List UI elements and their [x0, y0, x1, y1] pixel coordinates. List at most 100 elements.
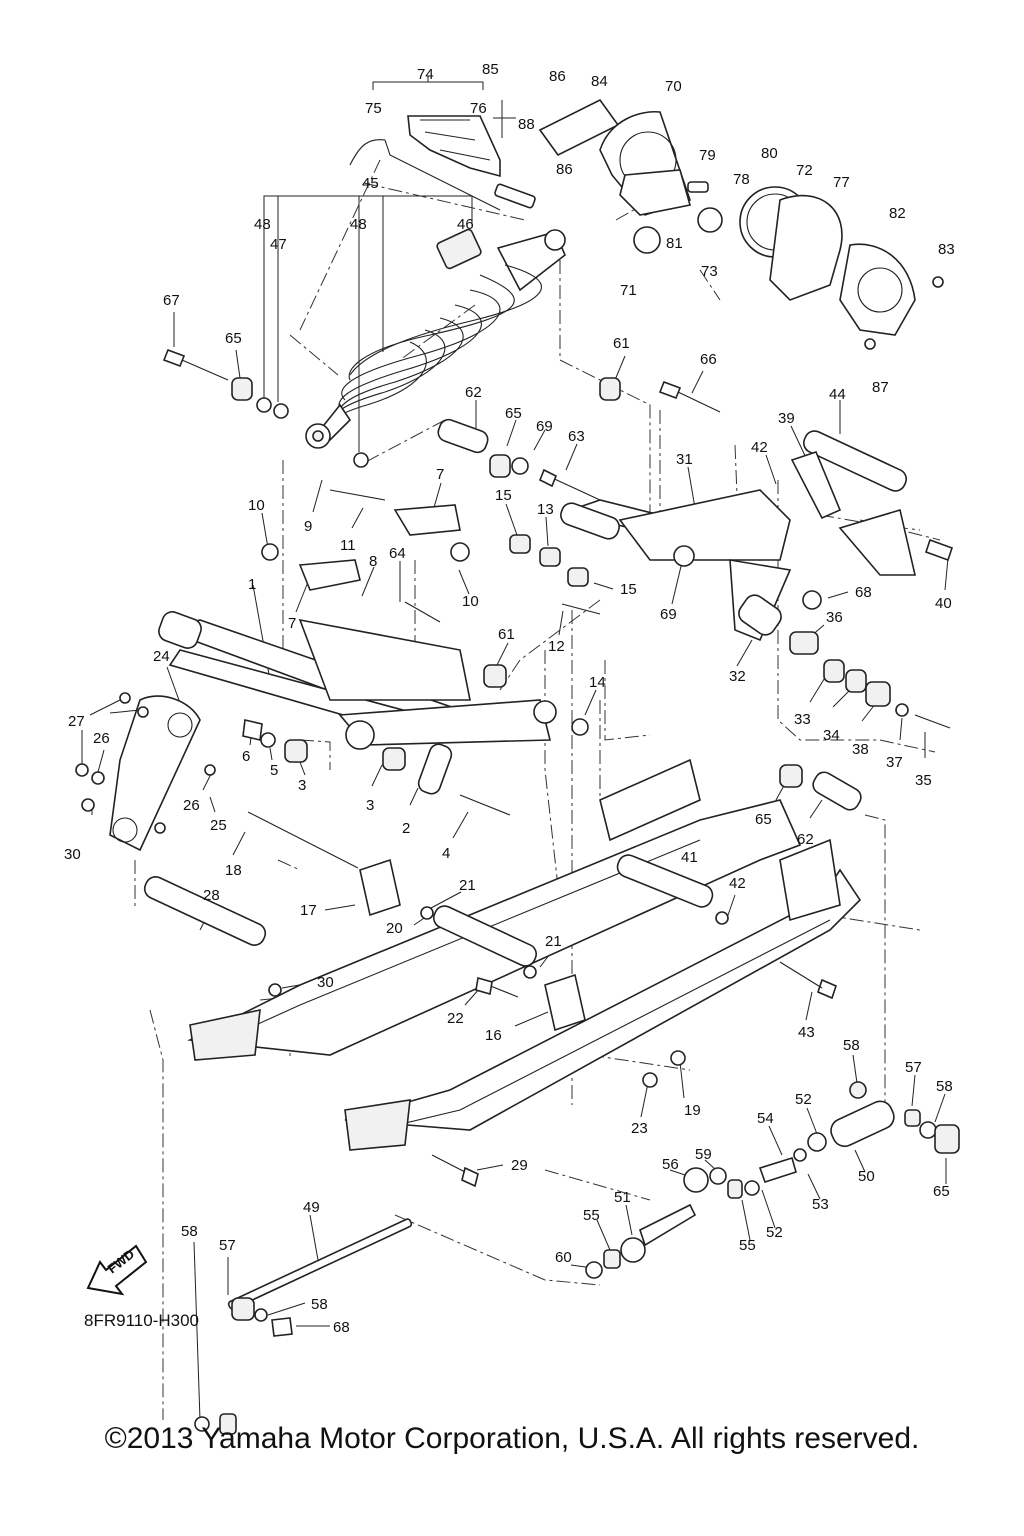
callout-label: 60	[555, 1249, 572, 1266]
callout-label: 58	[936, 1078, 953, 1095]
callout-label: 10	[462, 593, 479, 610]
callout-label: 75	[365, 100, 382, 117]
callout-label: 2	[402, 820, 410, 837]
upper-hardware	[162, 348, 721, 501]
callout-label: 41	[681, 849, 698, 866]
callout-label: 69	[660, 606, 677, 623]
callout-label: 23	[631, 1120, 648, 1137]
callout-label: 67	[163, 292, 180, 309]
callout-label: 35	[915, 772, 932, 789]
callout-label: 47	[270, 236, 287, 253]
callout-label: 76	[470, 100, 487, 117]
callout-label: 62	[465, 384, 482, 401]
callout-label: 28	[203, 887, 220, 904]
callout-label: 73	[701, 263, 718, 280]
callout-label: 26	[183, 797, 200, 814]
callout-label: 49	[303, 1199, 320, 1216]
callout-label: 70	[665, 78, 682, 95]
callout-label: 68	[855, 584, 872, 601]
callout-label: 74	[417, 66, 434, 83]
adjuster-gear-assembly	[538, 98, 944, 350]
callout-label: 71	[620, 282, 637, 299]
callout-label: 34	[823, 727, 840, 744]
rear-idler-hardware	[779, 659, 951, 811]
callout-label: 65	[505, 405, 522, 422]
callout-label: 31	[676, 451, 693, 468]
front-arm-assembly	[158, 489, 601, 750]
callout-label: 65	[755, 811, 772, 828]
callout-label: 6	[242, 748, 250, 765]
callout-label: 11	[340, 537, 356, 554]
callout-label: 42	[751, 439, 768, 456]
callout-label: 29	[511, 1157, 528, 1174]
copyright-notice: ©2013 Yamaha Motor Corporation, U.S.A. A…	[105, 1422, 920, 1455]
callout-label: 82	[889, 205, 906, 222]
callout-label: 38	[852, 741, 869, 758]
callout-label: 86	[556, 161, 573, 178]
callout-label: 88	[518, 116, 535, 133]
rear-arm-assembly	[560, 430, 954, 655]
callout-label: 27	[68, 713, 85, 730]
callout-label: 7	[436, 466, 444, 483]
callout-label: 46	[457, 216, 474, 233]
callout-label: 83	[938, 241, 955, 258]
callout-label: 13	[537, 501, 554, 518]
callout-label: 30	[317, 974, 334, 991]
callout-label: 57	[905, 1059, 922, 1076]
callout-label: 18	[225, 862, 242, 879]
callout-label: 3	[366, 797, 374, 814]
callout-label: 69	[536, 418, 553, 435]
callout-label: 65	[933, 1183, 950, 1200]
callout-label: 58	[843, 1037, 860, 1054]
callout-label: 79	[699, 147, 716, 164]
callout-label: 61	[613, 335, 630, 352]
callout-label: 1	[248, 576, 256, 593]
callout-label: 37	[886, 754, 903, 771]
callout-label: 26	[93, 730, 110, 747]
callout-label: 48	[254, 216, 271, 233]
callout-label: 5	[270, 762, 278, 779]
callout-label: 40	[935, 595, 952, 612]
callout-label: 10	[248, 497, 265, 514]
callout-label: 64	[389, 545, 406, 562]
callout-label: 51	[614, 1189, 631, 1206]
callout-label: 68	[333, 1319, 350, 1336]
shock-absorber-assembly	[305, 115, 566, 449]
callout-label: 55	[583, 1207, 600, 1224]
callout-label: 72	[796, 162, 813, 179]
callout-label: 43	[798, 1024, 815, 1041]
callout-label: 84	[591, 73, 608, 90]
callout-label: 77	[833, 174, 850, 191]
diagram-code: 8FR9110-H300	[84, 1311, 199, 1330]
callout-label: 52	[795, 1091, 812, 1108]
callout-label: 20	[386, 920, 403, 937]
callout-label: 58	[311, 1296, 328, 1313]
callout-label: 59	[695, 1146, 712, 1163]
callout-label: 33	[794, 711, 811, 728]
callout-label: 12	[548, 638, 565, 655]
callout-label: 61	[498, 626, 515, 643]
callout-label: 81	[666, 235, 683, 252]
fwd-arrow-icon: FWD	[86, 1244, 148, 1296]
callout-label: 14	[589, 674, 606, 691]
callouts: 74 85 86 84 70 75 76 88 79 80 72 77 7 8 8…	[64, 61, 955, 1336]
callout-label: 52	[766, 1224, 783, 1241]
callout-label: 50	[858, 1168, 875, 1185]
callout-label: 63	[568, 428, 585, 445]
callout-label: 3	[298, 777, 306, 794]
callout-label: 85	[482, 61, 499, 78]
callout-label: 22	[447, 1010, 464, 1027]
callout-label: 4	[442, 845, 450, 862]
link-plate-and-pins	[75, 692, 511, 869]
callout-label: 48	[350, 216, 367, 233]
callout-label: 8	[369, 553, 377, 570]
callout-label: 54	[757, 1110, 774, 1127]
callout-label: 24	[153, 648, 170, 665]
callout-label: 15	[495, 487, 512, 504]
callout-label: 58	[181, 1223, 198, 1240]
callout-label: 9	[304, 518, 312, 535]
callout-label: 57	[219, 1237, 236, 1254]
callout-label: 80	[761, 145, 778, 162]
callout-label: 56	[662, 1156, 679, 1173]
callout-label: 25	[210, 817, 227, 834]
